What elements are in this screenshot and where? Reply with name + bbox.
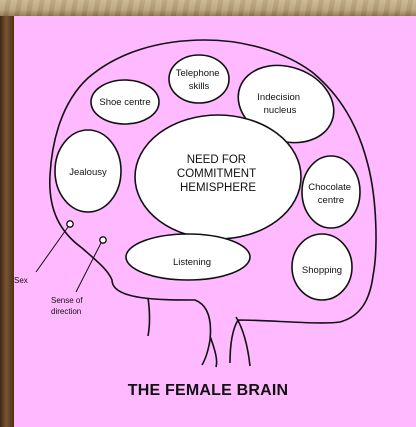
point-label: direction [51, 307, 81, 316]
diagram-title: THE FEMALE BRAIN [0, 382, 416, 400]
region-shoe-centre: Shoe centre [91, 80, 159, 124]
region-label: NEED FOR [187, 154, 246, 166]
svg-text:Listening: Listening [173, 257, 211, 268]
region-label: HEMISPHERE [180, 182, 256, 194]
svg-text:Sex: Sex [14, 276, 28, 285]
brain-stem-line [236, 317, 250, 366]
svg-text:Shoe centre: Shoe centre [99, 97, 150, 108]
point-label: Sex [14, 276, 28, 285]
region-listening: Listening [126, 234, 250, 280]
region-telephone-skills: Telephone skills [169, 55, 229, 103]
svg-text:NEED FOR COMMITMENT: NEED FOR COMMITMENT HEMISPHERE [177, 154, 259, 194]
brain-stem-line [148, 298, 150, 336]
point-label: Sense of [51, 296, 83, 305]
region-label: Jealousy [69, 167, 107, 178]
brain-stem-line [210, 336, 217, 367]
region-label: Shopping [302, 265, 342, 276]
region-label: Telephone [176, 68, 220, 79]
region-jealousy: Jealousy [55, 130, 121, 212]
region-label: COMMITMENT [177, 168, 256, 180]
svg-text:Shopping: Shopping [302, 265, 342, 276]
region-label: skills [189, 81, 210, 92]
region-label: Chocolate [308, 182, 351, 193]
svg-text:Jealousy: Jealousy [69, 167, 107, 178]
svg-text:Sense of direction: Sense of direction [51, 296, 85, 316]
region-label: Listening [173, 257, 211, 268]
region-shopping: Shopping [292, 234, 352, 300]
region-label: Indecision [257, 92, 300, 103]
region-commitment-hemisphere: NEED FOR COMMITMENT HEMISPHERE [135, 115, 301, 239]
region-label: centre [318, 195, 344, 206]
point-sense-of-direction: Sense of direction [51, 237, 106, 316]
region-label: nucleus [264, 105, 297, 116]
region-chocolate-centre: Chocolate centre [302, 156, 360, 228]
region-label: Shoe centre [99, 97, 150, 108]
